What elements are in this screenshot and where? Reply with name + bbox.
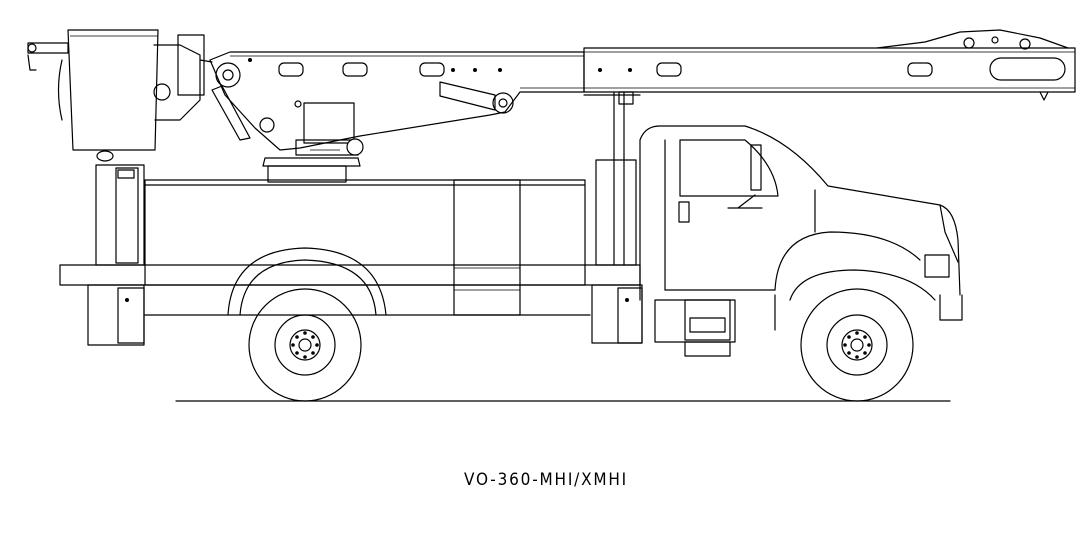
fuel-tank — [654, 299, 736, 357]
front-wheel — [800, 288, 914, 402]
turret — [262, 102, 364, 183]
model-caption: VO-360-MHI/XMHI — [464, 470, 628, 490]
upper-boom — [583, 29, 1076, 101]
rear-wheel — [248, 288, 362, 402]
lower-boom — [209, 51, 585, 151]
boom-rest — [583, 91, 641, 266]
bucket — [27, 29, 213, 162]
utility-body — [59, 159, 643, 346]
truck-cab — [639, 125, 963, 331]
